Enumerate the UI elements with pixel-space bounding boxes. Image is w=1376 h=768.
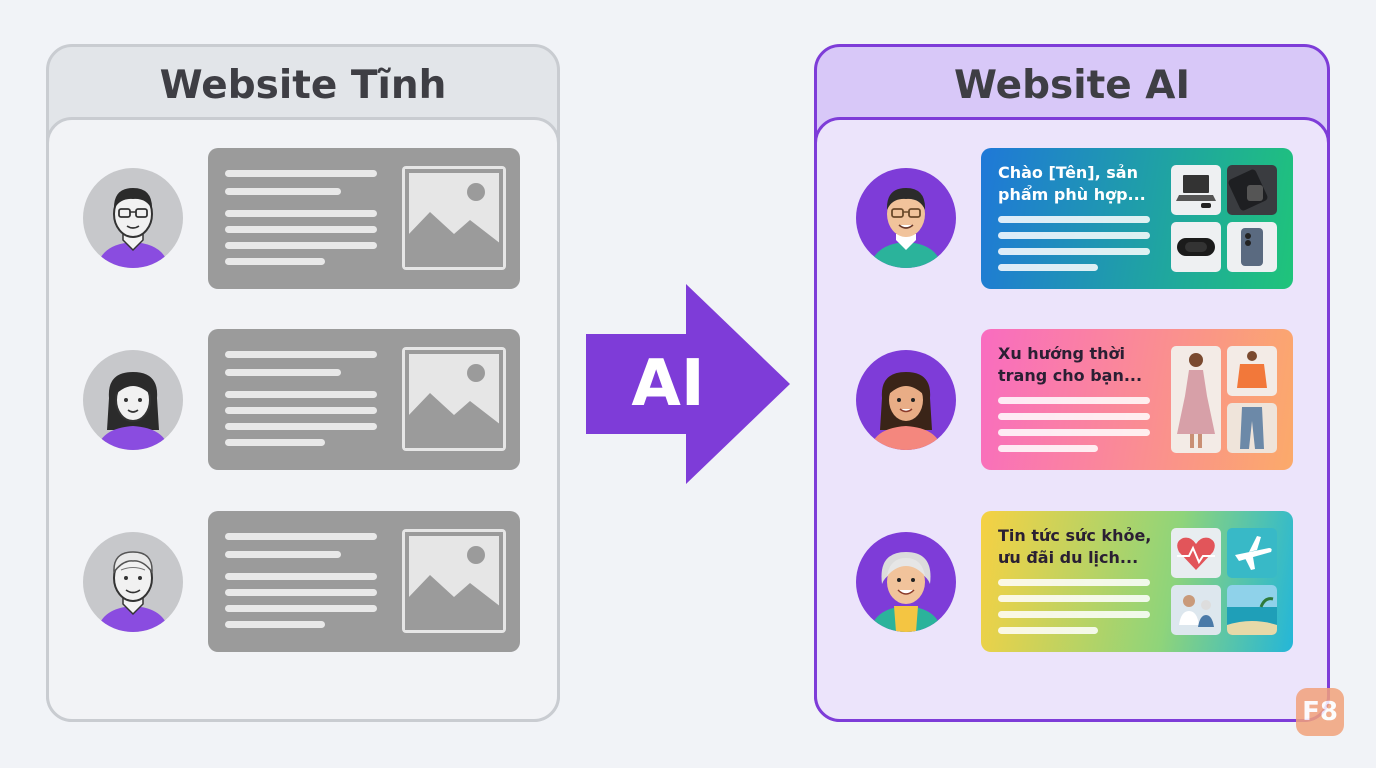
user-avatar-woman-icon	[856, 350, 956, 450]
image-placeholder-icon	[402, 529, 506, 633]
airplane-icon	[1227, 528, 1277, 578]
shirt-icon	[1227, 346, 1277, 396]
static-content-card	[208, 511, 520, 652]
jeans-icon	[1227, 403, 1277, 453]
dress-icon	[1171, 346, 1221, 453]
ai-card-text: Tin tức sức khỏe, ưu đãi du lịch...	[998, 526, 1152, 567]
arrow-label: AI	[631, 347, 705, 421]
static-content-card	[208, 329, 520, 470]
phone-icon	[1227, 222, 1277, 272]
ai-panel-title: Website AI	[954, 63, 1190, 108]
user-avatar-elder-icon	[83, 532, 183, 632]
user-avatar-man-icon	[83, 168, 183, 268]
user-avatar-man-icon	[856, 168, 956, 268]
user-avatar-woman-icon	[83, 350, 183, 450]
speaker-icon	[1171, 222, 1221, 272]
ai-card-text: Chào [Tên], sản phẩm phù hợp...	[998, 163, 1146, 204]
static-content-card	[208, 148, 520, 289]
ai-fashion-card[interactable]: Xu hướng thời trang cho bạn...	[981, 329, 1293, 470]
image-placeholder-icon	[402, 347, 506, 451]
heart-icon	[1171, 528, 1221, 578]
doctor-icon	[1171, 585, 1221, 635]
watch-icon	[1227, 165, 1277, 215]
laptop-icon	[1171, 165, 1221, 215]
ai-health-travel-card[interactable]: Tin tức sức khỏe, ưu đãi du lịch...	[981, 511, 1293, 652]
image-placeholder-icon	[402, 166, 506, 270]
static-panel-title: Website Tĩnh	[159, 63, 447, 108]
ai-card-text: Xu hướng thời trang cho bạn...	[998, 344, 1143, 385]
ai-transform-arrow: AI	[586, 284, 790, 484]
user-avatar-elder-icon	[856, 532, 956, 632]
f8-logo-badge: F8	[1296, 688, 1344, 736]
ai-product-card[interactable]: Chào [Tên], sản phẩm phù hợp...	[981, 148, 1293, 289]
beach-icon	[1227, 585, 1277, 635]
